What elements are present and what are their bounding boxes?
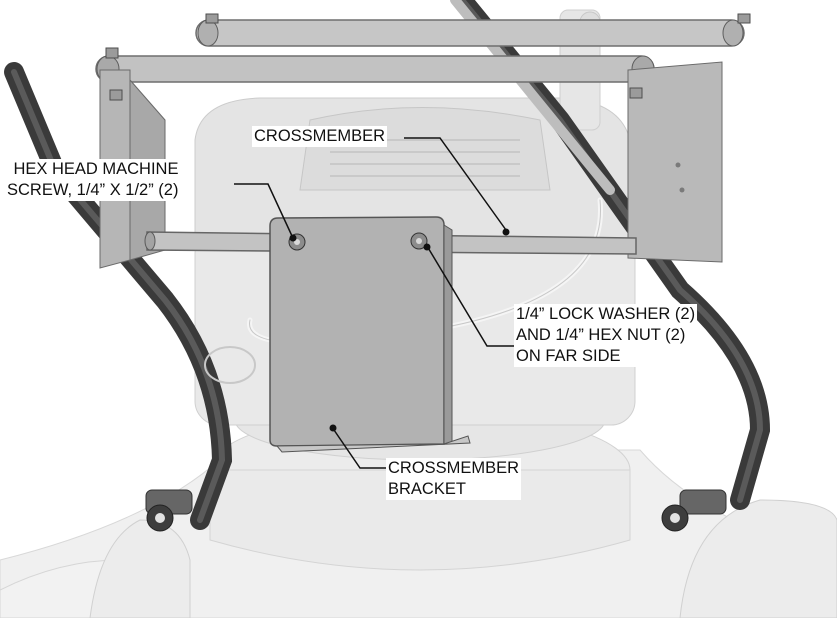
axle-knobs [145, 489, 727, 532]
callout-line: 1/4” LOCK WASHER (2) [516, 305, 696, 323]
leader-lines [234, 137, 514, 469]
callout-line: ON FAR SIDE [516, 347, 621, 365]
leader-dot [423, 243, 431, 251]
callout-line: CROSSMEMBER [388, 459, 520, 477]
callout-crossmember: CROSSMEMBER [252, 126, 388, 147]
handle-tubes [4, 0, 771, 530]
leader-bracket [333, 429, 386, 469]
callout-lock-washer-hex-nut: 1/4” LOCK WASHER (2) AND 1/4” HEX NUT (2… [514, 304, 698, 367]
leader-dot [289, 234, 297, 242]
callout-line: SCREW, 1/4” X 1/2” (2) [7, 181, 179, 199]
callout-crossmember-bracket: CROSSMEMBER BRACKET [386, 458, 522, 500]
callout-line: HEX HEAD MACHINE [13, 160, 179, 178]
callout-line: AND 1/4” HEX NUT (2) [516, 326, 686, 344]
callout-hex-head-machine-screw: HEX HEAD MACHINE SCREW, 1/4” X 1/2” (2) [5, 159, 181, 201]
leader-crossmember [404, 137, 507, 231]
leader-washer [426, 245, 514, 347]
callout-line: CROSSMEMBER [254, 127, 386, 145]
leader-dot [502, 228, 510, 236]
crossmember-bracket-plate [269, 216, 471, 453]
screw-head-icon [410, 232, 428, 250]
callout-line: BRACKET [388, 480, 466, 498]
leader-screw [234, 183, 293, 237]
leader-dot [329, 424, 337, 432]
